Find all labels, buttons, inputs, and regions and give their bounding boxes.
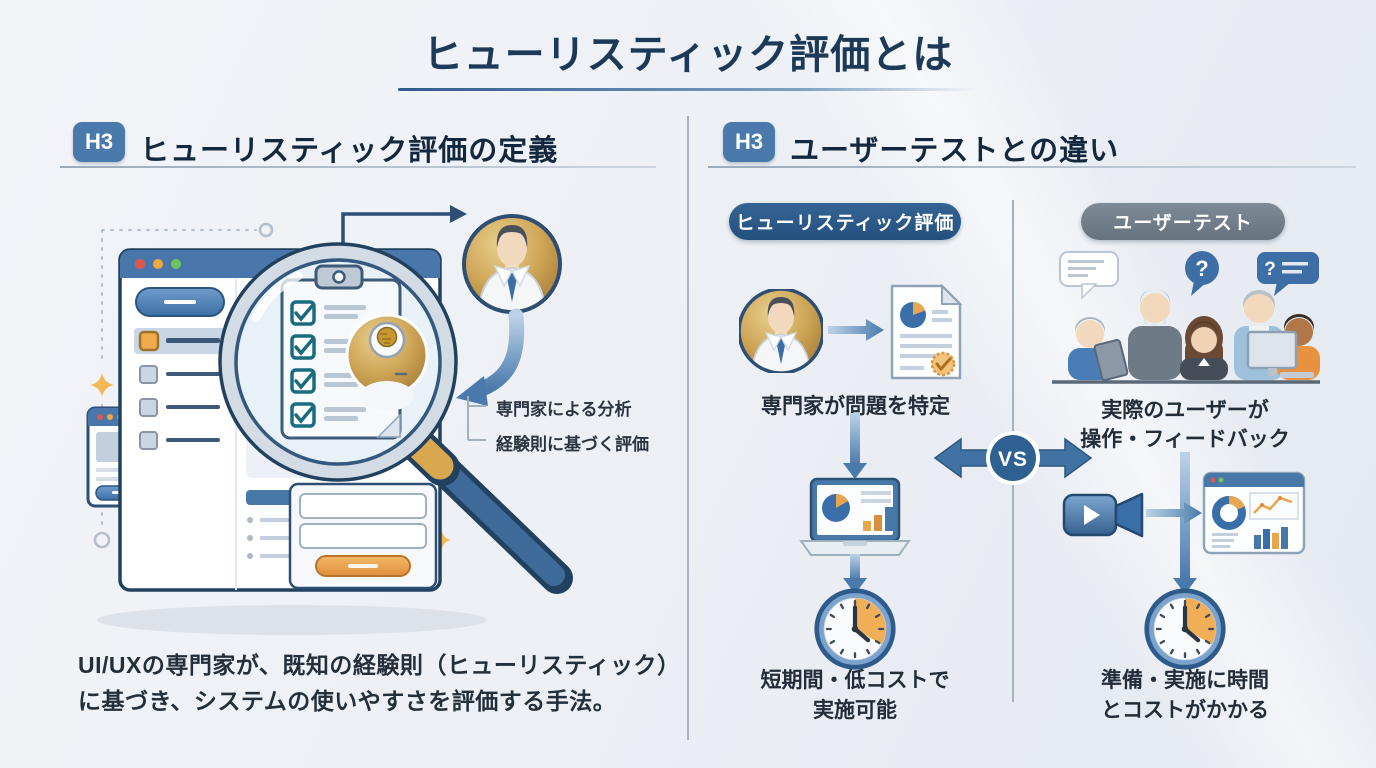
page-title: ヒューリスティック評価とは xyxy=(422,33,954,77)
h3-badge-right: H3 xyxy=(723,122,775,162)
user-person xyxy=(1068,317,1129,381)
sparkle-icon xyxy=(90,373,114,397)
usertest-step2-line1: 準備・実施に時間 xyxy=(1101,669,1269,692)
heuristic-evaluation-illustration xyxy=(86,205,573,635)
vs-badge: VS xyxy=(933,431,1093,485)
annotation-label: 専門家による分析 xyxy=(496,400,632,419)
expert-avatar-icon xyxy=(739,289,823,373)
sparkle-icon xyxy=(433,531,451,549)
question-bubble-glyph: ? xyxy=(1195,256,1208,281)
down-arrow-icon xyxy=(843,554,867,594)
question-bubble-glyph: ? xyxy=(1264,259,1276,280)
monitor-icon xyxy=(1246,330,1314,378)
definition-description-line2: に基づき、システムの使いやすさを評価する手法。 xyxy=(78,688,617,714)
usertest-step1-line2: 操作・フィードバック xyxy=(1080,428,1290,451)
right-arrow-icon xyxy=(1146,502,1202,524)
clock-icon xyxy=(1143,587,1227,671)
expert-avatar-icon xyxy=(464,216,560,314)
left-section-underline xyxy=(60,166,656,168)
annotation-bracket xyxy=(467,396,486,441)
analytics-dashboard-icon xyxy=(1202,471,1306,555)
guide-dot xyxy=(93,531,111,549)
right-section-heading: ユーザーテストとの違い xyxy=(790,135,1120,167)
user-person xyxy=(1180,316,1228,380)
video-camera-icon xyxy=(1062,492,1144,538)
curved-arrow-icon xyxy=(456,308,525,406)
h3-badge-left: H3 xyxy=(73,122,125,162)
clipboard-checklist-icon xyxy=(280,264,429,440)
arrow-to-expert-icon xyxy=(341,205,467,250)
definition-description-line1: UI/UXの専門家が、既知の経験則（ヒューリスティック） xyxy=(78,652,681,678)
report-document-icon xyxy=(890,283,963,380)
vs-label: VS xyxy=(998,448,1028,471)
guide-dot xyxy=(258,222,274,238)
user-person xyxy=(1128,289,1182,380)
usertest-step2-line2: とコストがかかる xyxy=(1101,699,1269,722)
heuristic-pill: ヒューリスティック評価 xyxy=(729,203,961,240)
usertest-step1-line1: 実際のユーザーが xyxy=(1101,399,1269,422)
users-group-icon: ? ? xyxy=(1052,251,1320,384)
shadow xyxy=(97,605,487,635)
title-underline xyxy=(398,88,978,91)
down-arrow-icon xyxy=(843,413,867,479)
heuristic-step1-label: 専門家が問題を特定 xyxy=(761,395,950,418)
section-divider xyxy=(687,116,689,740)
clock-icon xyxy=(813,587,897,671)
right-arrow-icon xyxy=(828,319,884,341)
annotation-label: 経験則に基づく評価 xyxy=(496,435,649,454)
left-section-heading: ヒューリスティック評価の定義 xyxy=(140,135,559,167)
heuristic-step2-line2: 実施可能 xyxy=(813,699,897,722)
brain-avatar-icon xyxy=(345,313,429,411)
usertest-pill: ユーザーテスト xyxy=(1081,203,1285,240)
right-section-underline xyxy=(708,166,1356,168)
laptop-analytics-icon xyxy=(799,477,911,556)
magnifier-icon xyxy=(218,242,573,594)
heuristic-step2-line1: 短期間・低コストで xyxy=(760,669,950,692)
